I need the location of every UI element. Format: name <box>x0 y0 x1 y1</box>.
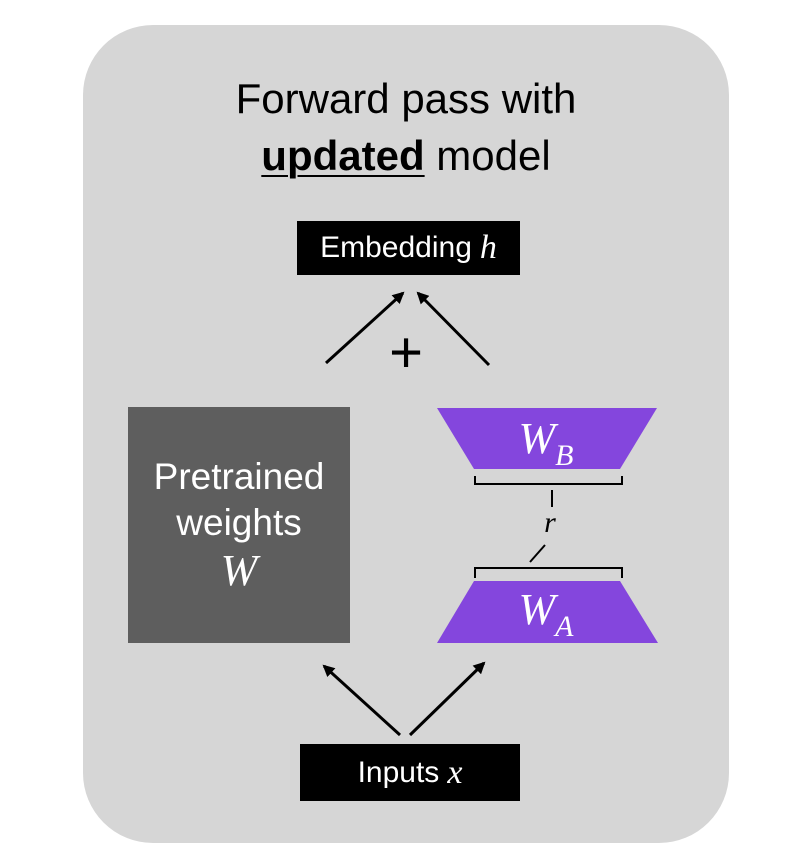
pretrained-symbol: W <box>220 546 258 595</box>
bracket-tick-a <box>529 544 546 563</box>
title-emphasis: updated <box>261 132 425 179</box>
embedding-symbol: h <box>479 229 497 266</box>
bracket-top-of-a <box>474 567 623 578</box>
arrow-inputs-to-pretrained <box>322 664 402 737</box>
diagram-title: Forward pass with updated model <box>83 70 729 184</box>
inputs-box: Inputs x <box>300 744 520 801</box>
pretrained-line-1: Pretrained <box>153 456 325 497</box>
arrow-inputs-to-adapter <box>408 661 486 737</box>
embedding-label: Embedding <box>320 231 472 264</box>
plus-operator: + <box>389 320 423 385</box>
title-line-2-rest: model <box>424 132 551 179</box>
adapter-b-base: W <box>519 414 559 463</box>
inputs-label: Inputs <box>357 755 440 789</box>
adapter-b-trapezoid <box>437 408 657 469</box>
adapter-b-label: WB <box>519 414 574 472</box>
arrow-pretrained-to-embedding <box>324 291 405 365</box>
inputs-symbol: x <box>447 753 463 791</box>
pretrained-line-2: weights <box>176 502 302 543</box>
bracket-bottom-of-b <box>474 476 623 485</box>
title-line-1: Forward pass with <box>235 75 577 122</box>
arrow-adapter-to-embedding <box>416 291 491 367</box>
adapter-a-trapezoid <box>437 581 658 643</box>
rank-label: r <box>544 506 556 539</box>
adapter-b-subscript: B <box>555 439 573 472</box>
title-line-2: updated model <box>83 127 729 184</box>
adapter-a-label: WA <box>519 585 575 643</box>
embedding-box: Embedding h <box>297 221 520 275</box>
pretrained-weights-box: Pretrained weights W <box>128 407 350 643</box>
adapter-a-base: W <box>519 585 559 634</box>
adapter-a-subscript: A <box>553 610 574 643</box>
